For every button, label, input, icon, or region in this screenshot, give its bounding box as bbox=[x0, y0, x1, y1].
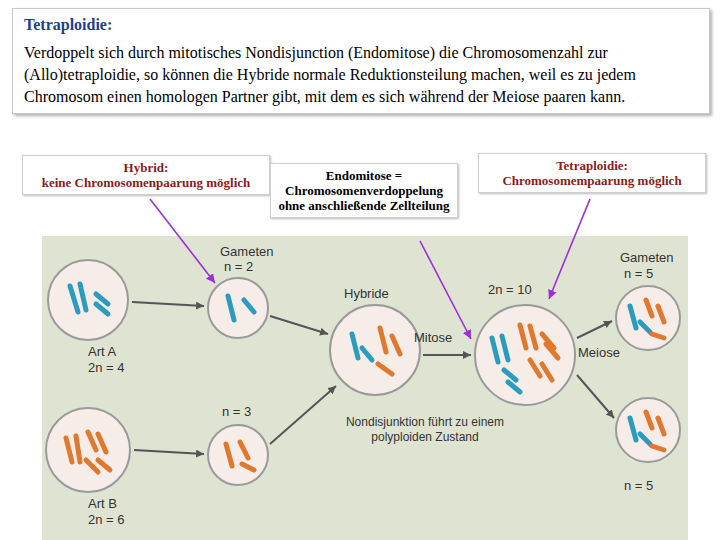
chromosome bbox=[542, 364, 552, 380]
cell bbox=[48, 260, 128, 340]
figure-label: Gameten bbox=[620, 250, 673, 265]
figure-label: Art A bbox=[88, 344, 116, 359]
process-arrow bbox=[134, 450, 204, 454]
gamete-cell bbox=[208, 425, 268, 485]
callout-box: Tetraploidie:Chromosomempaarung möglich bbox=[478, 153, 706, 193]
figure-label: 2n = 4 bbox=[88, 360, 125, 375]
figure-label: 2n = 6 bbox=[88, 512, 125, 527]
callout-heading: Endomitose = Chromosomenverdoppelung ohn… bbox=[277, 168, 451, 213]
callout-text: keine Chromosomenpaarung möglich bbox=[29, 175, 263, 190]
callout-heading: Tetraploidie: bbox=[485, 158, 699, 173]
chromosome bbox=[658, 418, 664, 434]
figure-label: Art B bbox=[88, 496, 117, 511]
gamete-cell bbox=[208, 278, 268, 338]
hybrid-cell bbox=[330, 305, 420, 395]
chromosome bbox=[646, 412, 652, 428]
chromosome bbox=[228, 296, 234, 320]
chromosome bbox=[76, 436, 80, 462]
leader-line bbox=[150, 199, 215, 283]
chromosome bbox=[630, 306, 636, 328]
chromosome bbox=[646, 300, 652, 316]
chromosome bbox=[652, 334, 664, 338]
process-arrow bbox=[270, 386, 336, 444]
slide-title: Tetraploidie: bbox=[24, 16, 112, 34]
chromosome bbox=[640, 322, 650, 332]
chromosome bbox=[98, 434, 106, 452]
chromosomes bbox=[66, 284, 664, 472]
chromosome bbox=[530, 326, 536, 348]
callout-text: Chromosomempaarung möglich bbox=[485, 173, 699, 188]
figure-label: Nondisjunktion führt zu einem polyploide… bbox=[335, 415, 515, 445]
process-arrows bbox=[132, 302, 614, 454]
chromosome bbox=[504, 370, 516, 380]
chromosome bbox=[520, 325, 526, 348]
chromosome bbox=[66, 438, 72, 462]
chromosome bbox=[80, 284, 86, 310]
figure-label: Gameten bbox=[220, 244, 273, 259]
chromosome bbox=[362, 348, 372, 360]
leader-lines bbox=[150, 199, 590, 339]
figure-label: n = 5 bbox=[624, 478, 653, 493]
chromosome bbox=[630, 418, 636, 440]
figure-label: Mitose bbox=[414, 330, 452, 345]
leader-line bbox=[420, 241, 471, 339]
callout-box: Endomitose = Chromosomenverdoppelung ohn… bbox=[270, 163, 458, 218]
figure-label: 2n = 10 bbox=[488, 282, 532, 297]
chromosome bbox=[546, 344, 558, 358]
chromosome bbox=[240, 442, 248, 458]
tetraploid-cell bbox=[475, 305, 575, 405]
chromosome bbox=[652, 446, 664, 450]
figure-label: n = 3 bbox=[222, 404, 251, 419]
gamete-cell bbox=[616, 286, 680, 350]
process-arrow bbox=[577, 375, 614, 418]
chromosome bbox=[226, 444, 232, 466]
process-arrow bbox=[423, 354, 471, 356]
callout-box: Hybrid:keine Chromosomenpaarung möglich bbox=[22, 155, 270, 195]
callout-heading: Hybrid: bbox=[29, 160, 263, 175]
chromosome bbox=[378, 364, 392, 374]
process-arrow bbox=[132, 302, 204, 306]
chromosome bbox=[70, 286, 78, 312]
chromosome bbox=[508, 382, 520, 392]
chromosome bbox=[640, 434, 650, 444]
figure-label: Hybride bbox=[344, 286, 389, 301]
figure-label: n = 2 bbox=[224, 259, 253, 274]
explanation-text: Verdoppelt sich durch mitotisches Nondis… bbox=[24, 42, 708, 108]
chromosome bbox=[96, 304, 108, 314]
figure-label: n = 5 bbox=[624, 266, 653, 281]
chromosome bbox=[502, 336, 508, 360]
process-arrow bbox=[270, 316, 328, 334]
chromosome bbox=[242, 464, 254, 470]
gamete-cell bbox=[616, 398, 680, 462]
figure-label: Meiose bbox=[578, 345, 620, 360]
process-arrow bbox=[577, 321, 612, 338]
chromosome bbox=[244, 300, 254, 312]
chromosome bbox=[380, 328, 386, 352]
chromosome bbox=[86, 460, 98, 472]
chromosome bbox=[392, 336, 400, 354]
leader-line bbox=[549, 199, 590, 299]
chromosome bbox=[492, 338, 498, 362]
chromosome bbox=[88, 432, 96, 450]
chromosome bbox=[658, 306, 664, 322]
chromosome bbox=[98, 460, 110, 470]
picture-ground bbox=[42, 236, 688, 540]
chromosome bbox=[530, 360, 540, 376]
chromosome bbox=[352, 334, 358, 358]
cell bbox=[46, 408, 130, 492]
